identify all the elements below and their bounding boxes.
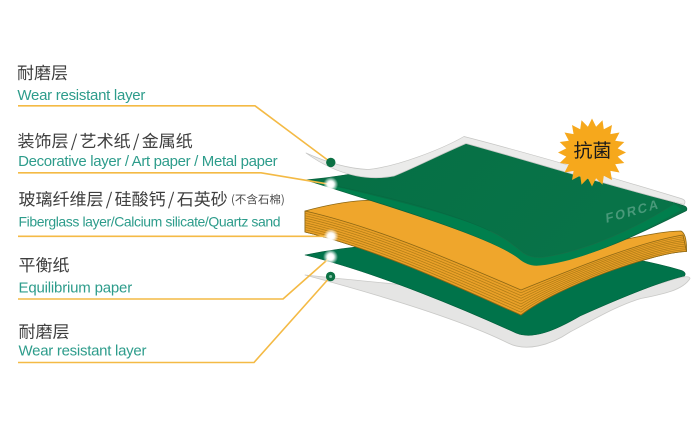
- svg-text:Fiberglass layer/Calcium silic: Fiberglass layer/Calcium silicate/Quartz…: [19, 214, 281, 230]
- svg-text:Equilibrium paper: Equilibrium paper: [19, 280, 133, 297]
- svg-text:Decorative layer / Art paper /: Decorative layer / Art paper / Metal pap…: [18, 153, 278, 170]
- svg-text:Wear resistant layer: Wear resistant layer: [19, 343, 147, 360]
- svg-text:Wear resistant layer: Wear resistant layer: [17, 87, 145, 104]
